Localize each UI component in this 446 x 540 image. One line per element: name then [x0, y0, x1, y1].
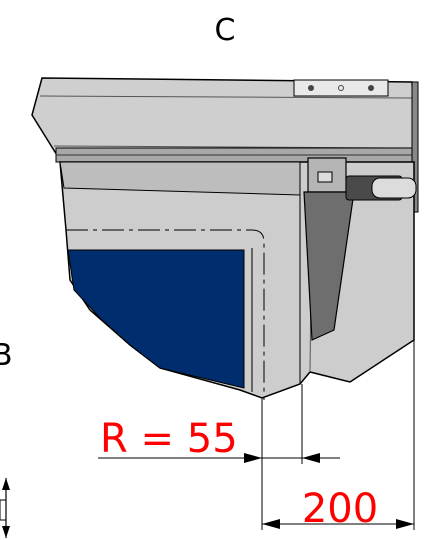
view-label-c: C: [215, 13, 236, 48]
radius-dimension: R = 55: [98, 416, 340, 463]
width-dimension: 200: [262, 486, 414, 532]
rail-edge-line: [39, 95, 415, 99]
dimension-arrow: [302, 453, 320, 463]
dimension-arrow: [244, 453, 262, 463]
bolt-hole: [368, 85, 374, 91]
dimension-arrow: [396, 519, 414, 529]
radius-dimension-text: R = 55: [100, 416, 238, 462]
partial-symbol-arrow: [2, 478, 10, 490]
bolt-hole: [308, 85, 314, 91]
width-dimension-text: 200: [302, 486, 378, 532]
cylinder-rod: [371, 177, 417, 199]
clamp-bracket: [303, 157, 417, 341]
partial-symbol-arrow: [2, 526, 10, 538]
partial-symbol-box: [0, 499, 7, 521]
bolt-hole: [338, 85, 344, 91]
blue-panel: [67, 249, 245, 389]
bracket-arm: [303, 191, 355, 341]
partial-dimension-symbol: [0, 478, 10, 538]
panel-hidden-outline: [66, 229, 265, 400]
right-rail: [411, 81, 419, 213]
bolt-plate: [293, 79, 389, 97]
view-label-b: B: [0, 338, 13, 373]
dimension-arrow: [262, 519, 280, 529]
bracket-nut: [317, 171, 333, 183]
